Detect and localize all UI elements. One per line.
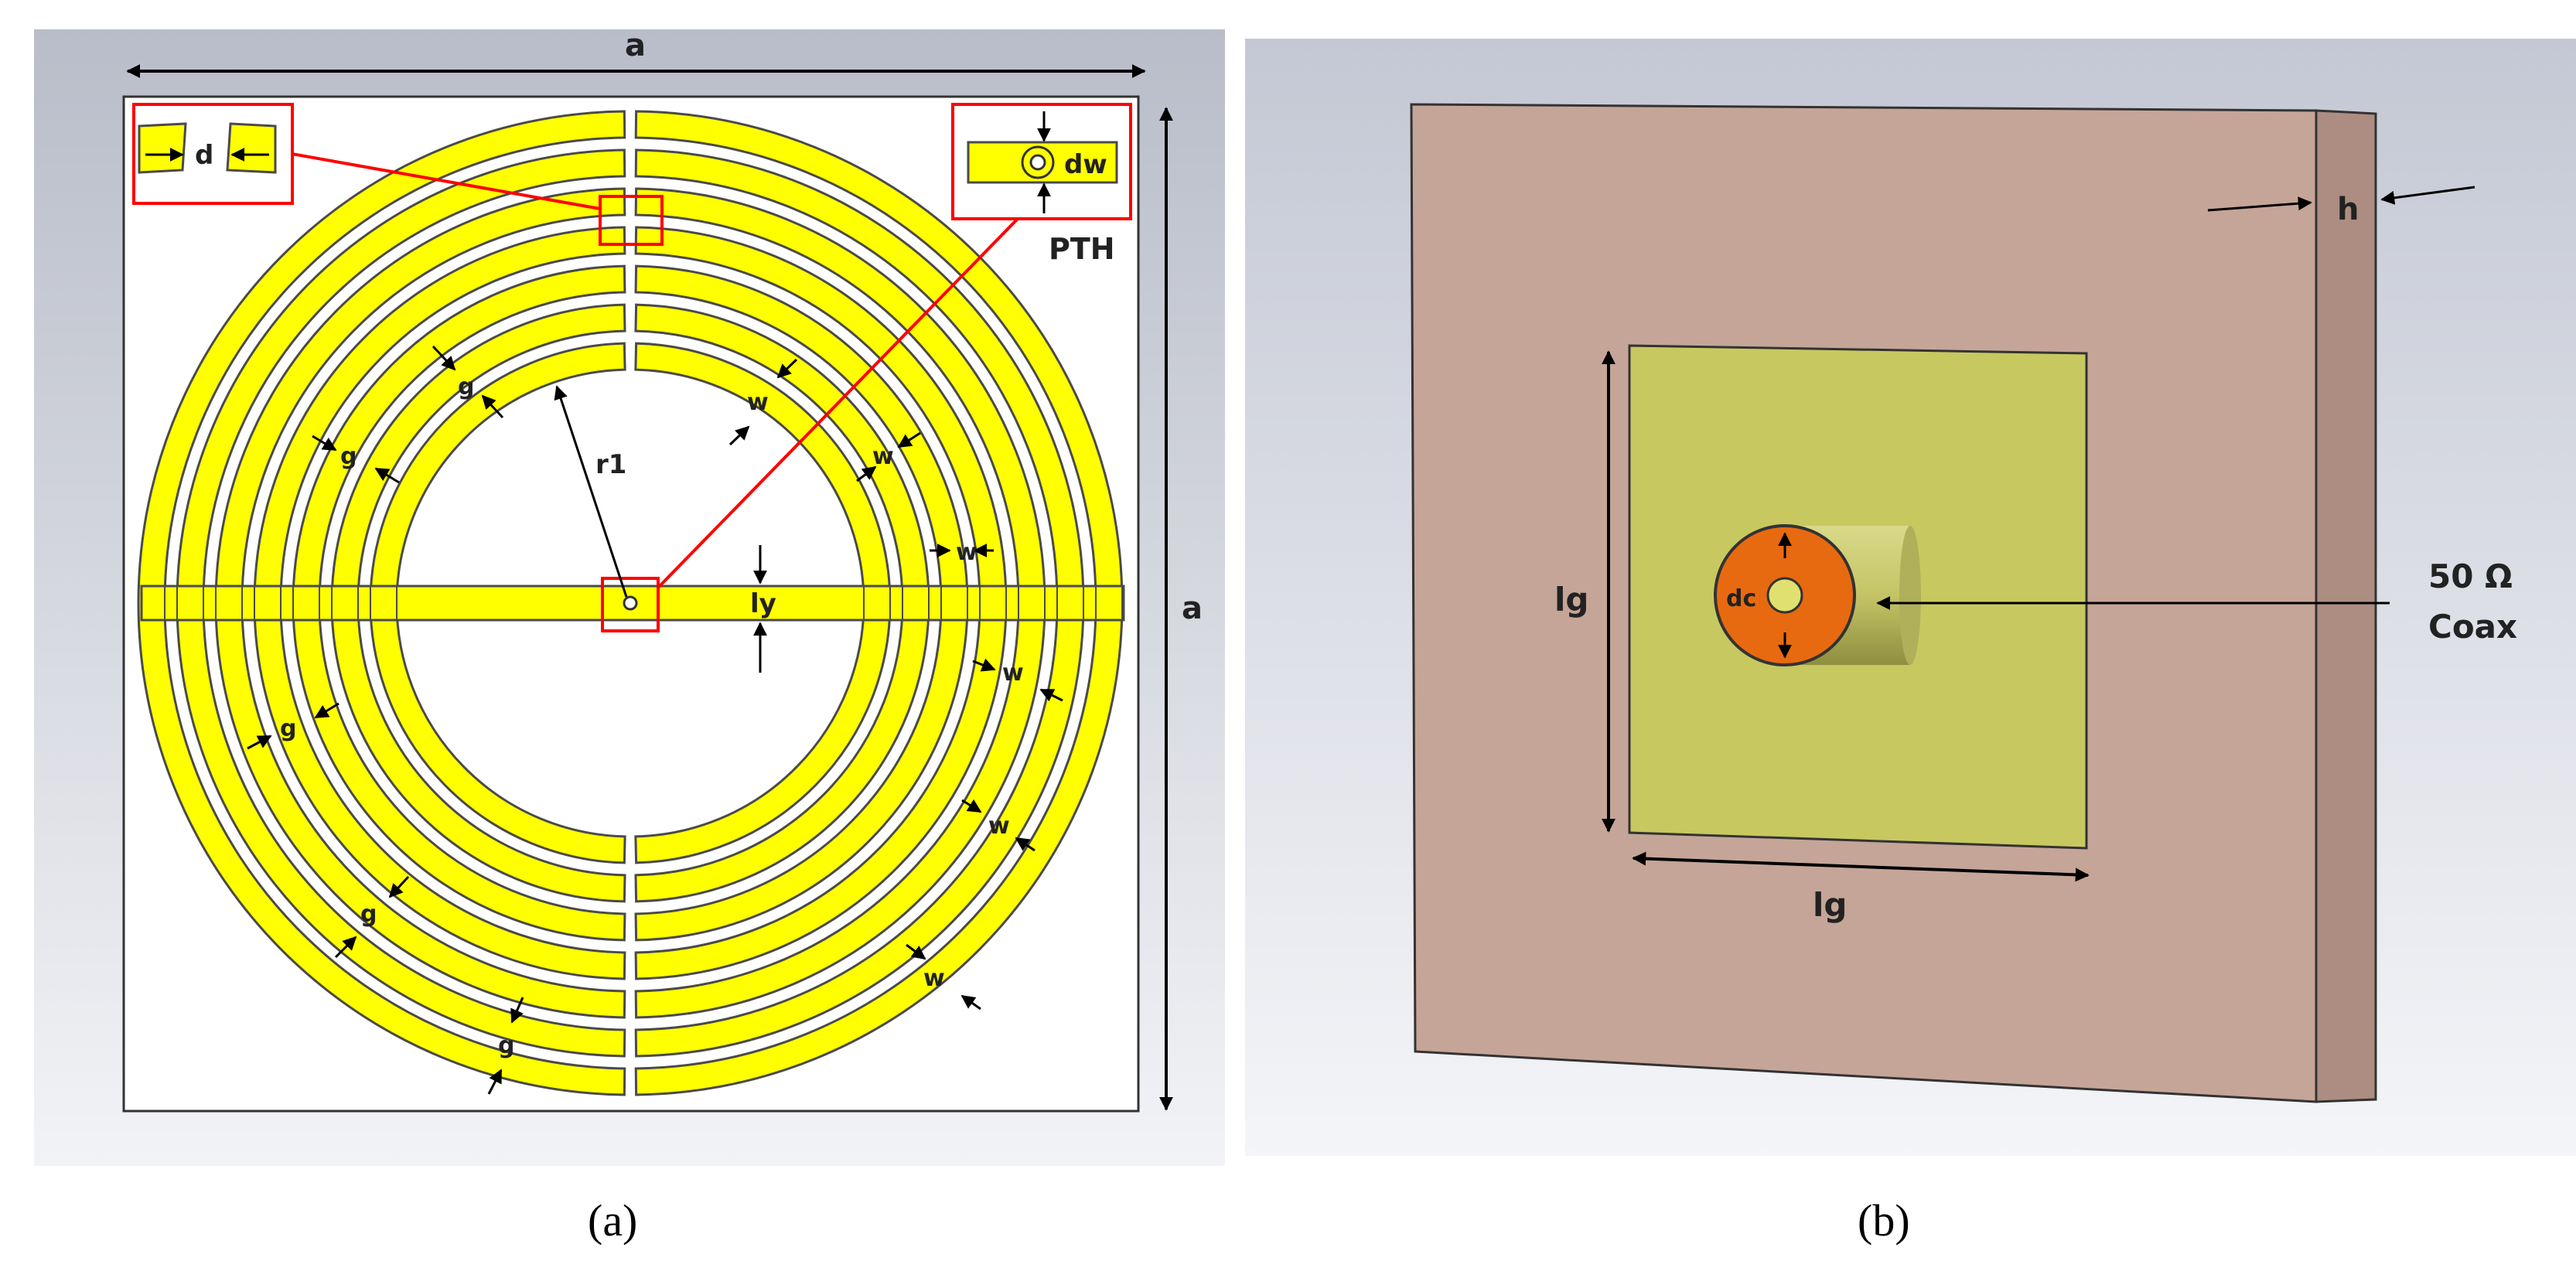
svg-text:g: g — [360, 901, 377, 928]
ring-1-left-half — [137, 110, 626, 1096]
svg-text:g: g — [498, 1032, 514, 1059]
svg-text:w: w — [747, 389, 769, 416]
thickness-label: h — [2337, 192, 2359, 227]
ring-4-right-half — [634, 226, 1008, 980]
svg-text:w: w — [988, 813, 1010, 840]
ring-5-right-half — [634, 264, 969, 942]
ring-6-right-half — [634, 303, 930, 903]
caption-a: (a) — [588, 1195, 637, 1246]
svg-text:g: g — [280, 715, 296, 742]
ring-3-left-half — [214, 187, 626, 1019]
ground-bottom-dimension — [1632, 851, 2090, 882]
radius-arrow — [554, 385, 628, 598]
ring-7-left-half — [369, 342, 626, 864]
panel-a-top-view: d dw PTH a a r1 ly w — [34, 28, 1225, 1246]
height-label: a — [1182, 591, 1203, 626]
ring-4-left-half — [253, 226, 626, 980]
center-via — [623, 595, 638, 611]
strip-segment-ticks — [138, 586, 1123, 620]
thickness-arrow-right — [2380, 186, 2475, 205]
coax-label-line1: 50 Ω — [2428, 557, 2513, 595]
split-rings — [137, 110, 1124, 1096]
via-label-pth: PTH — [1049, 232, 1115, 266]
coax-connector: dc — [1714, 524, 1921, 666]
coax-diameter-label: dc — [1726, 585, 1756, 612]
ring-5-left-half — [292, 264, 626, 942]
via-callout-box — [601, 577, 660, 632]
inset-via-detail: dw — [951, 103, 1132, 220]
ring-7-right-half — [634, 342, 892, 864]
panel-b-back-view: dc 50 Ω Coax lg lg h (b) — [1245, 39, 2576, 1246]
ring-2-right-half — [634, 148, 1085, 1058]
svg-text:g: g — [340, 443, 357, 470]
thickness-arrow-left — [2207, 196, 2312, 212]
svg-text:w: w — [872, 443, 894, 470]
strip-label: ly — [750, 588, 776, 619]
inset-via-label: dw — [1064, 149, 1107, 180]
svg-text:w: w — [923, 965, 945, 992]
svg-text:w: w — [956, 539, 978, 566]
svg-text:w: w — [1002, 660, 1024, 687]
ground-side-label: lg — [1554, 581, 1588, 619]
caption-b: (b) — [1858, 1195, 1910, 1246]
ground-bottom-label: lg — [1813, 886, 1847, 924]
radius-label: r1 — [595, 449, 626, 480]
inset-gap-detail: d — [132, 103, 294, 205]
gap-callout-line — [273, 145, 601, 210]
gap-callout-box — [599, 195, 664, 246]
ring-3-right-half — [634, 187, 1046, 1019]
via-callout-line — [657, 190, 1046, 589]
ring-6-left-half — [330, 303, 626, 903]
width-label: a — [625, 28, 646, 63]
trace-width-annotations: w w w w w w — [728, 358, 1063, 1011]
gap-annotations: g g g g g — [247, 345, 524, 1095]
inset-gap-label: d — [195, 140, 213, 171]
svg-text:g: g — [458, 373, 474, 401]
coax-label-line2: Coax — [2428, 608, 2517, 646]
substrate-side — [2315, 109, 2377, 1103]
ring-2-left-half — [176, 148, 626, 1058]
ring-1-right-half — [634, 110, 1124, 1096]
